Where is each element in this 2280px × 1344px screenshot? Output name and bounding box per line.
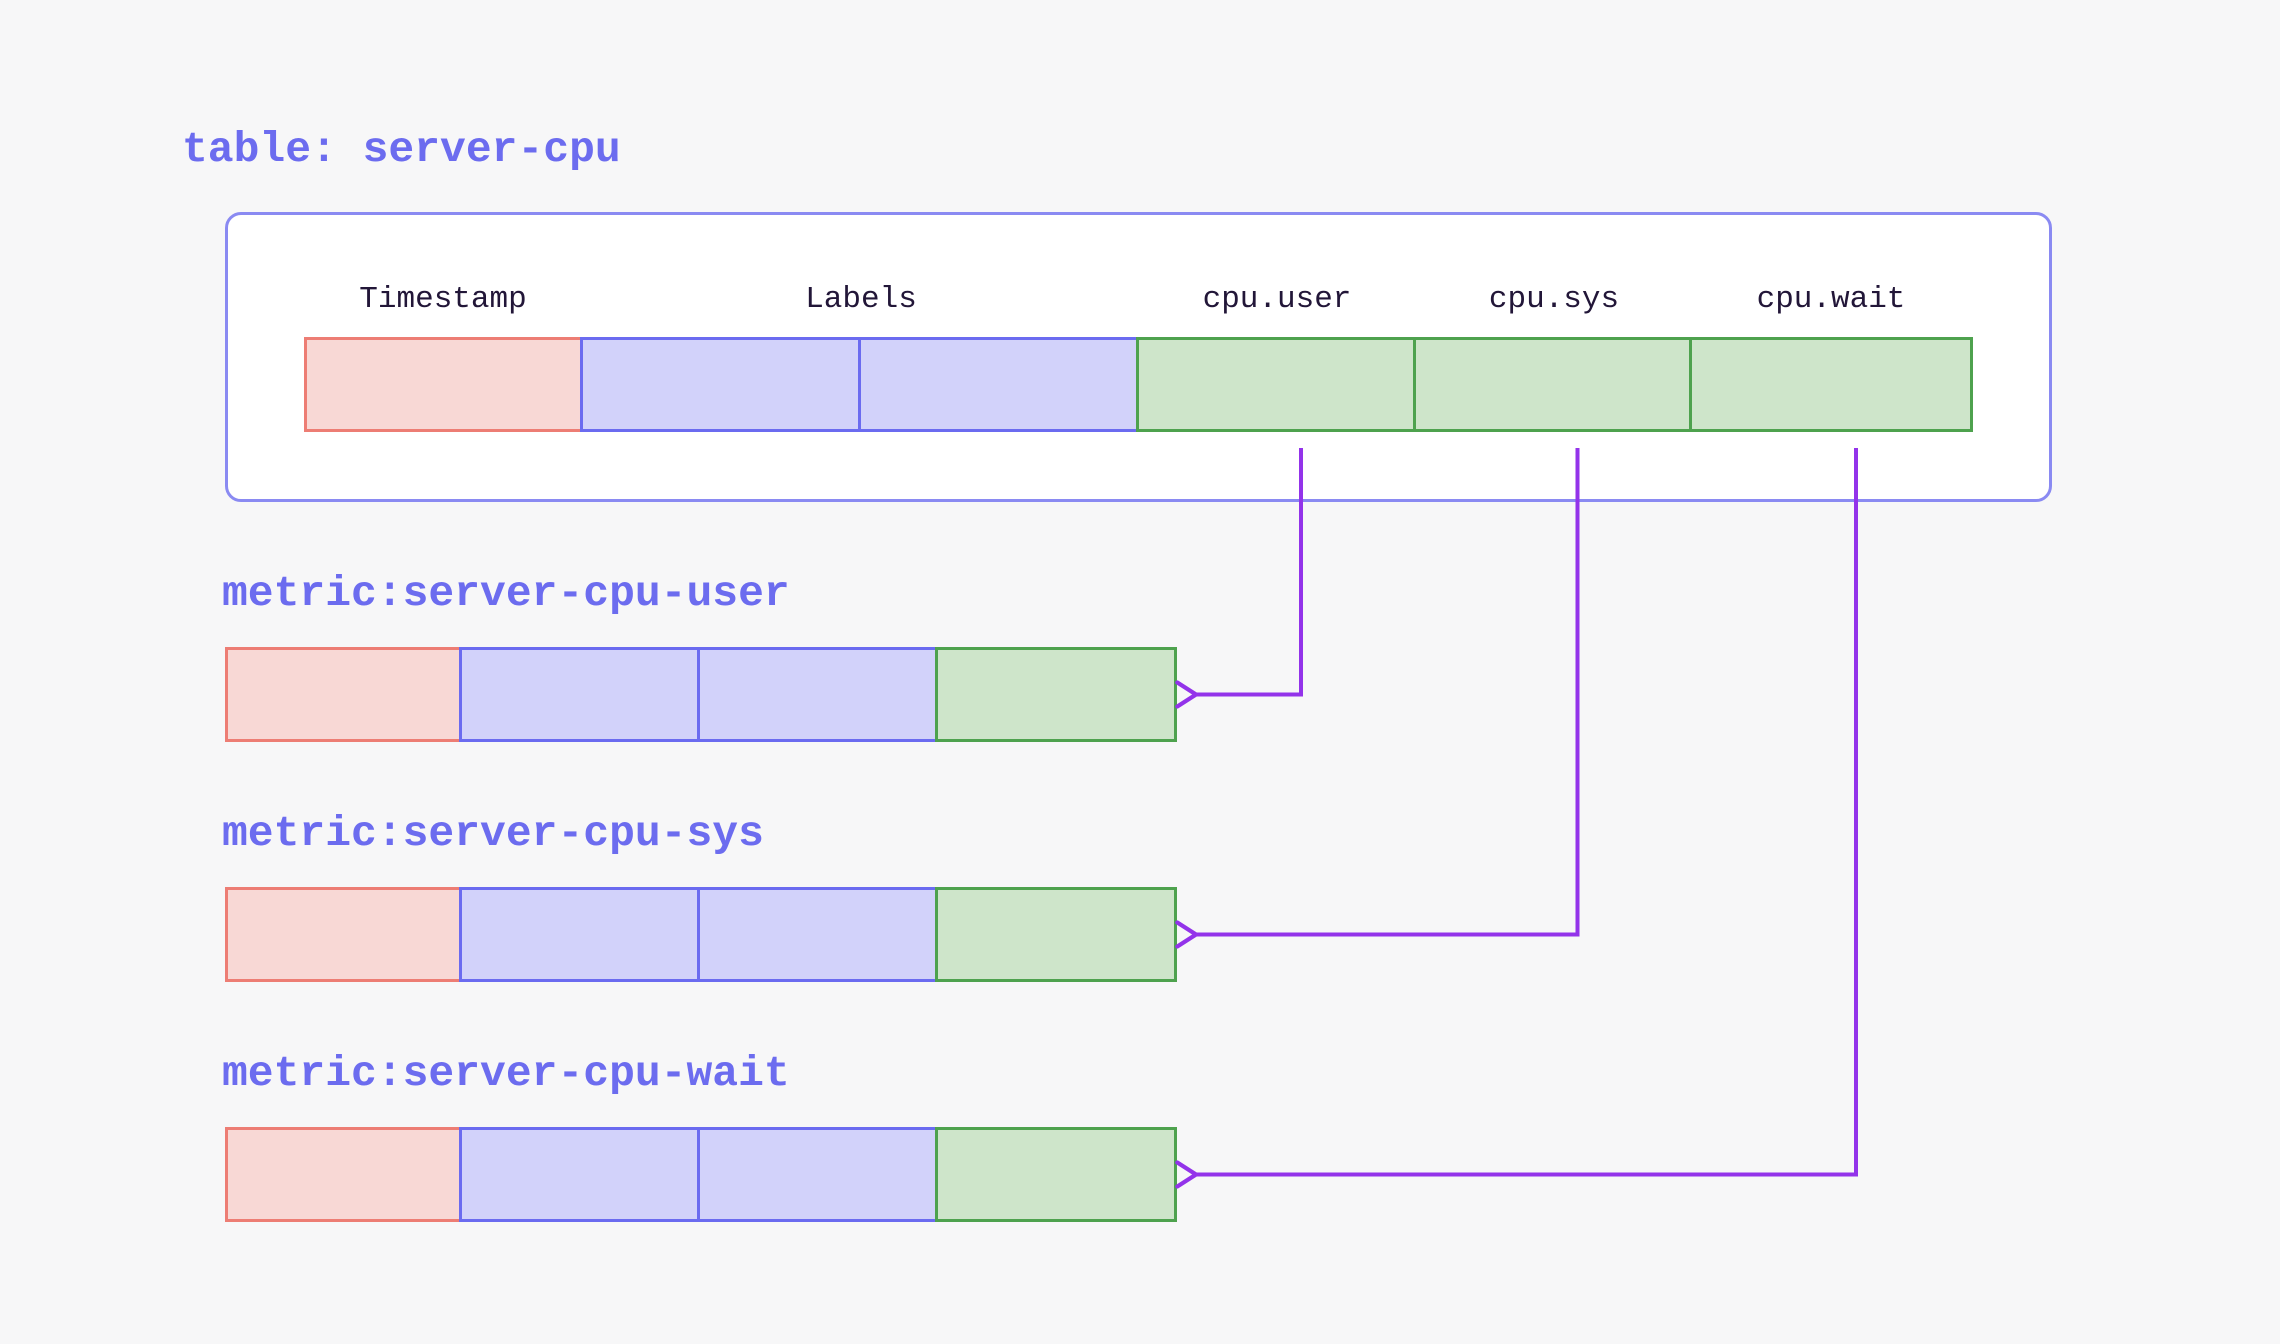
column-header-cpu-wait: cpu.wait: [1756, 282, 1906, 317]
table-cell-cpu-wait: [1689, 337, 1973, 432]
arrow-table-cell-cpu-sys-to-metric-row-sys: [1175, 448, 1580, 949]
metric-cell-value: [935, 647, 1177, 742]
table-cell-labels-2: [858, 337, 1139, 432]
metric-cell-labels-1: [459, 647, 700, 742]
metric-cell-timestamp: [225, 1127, 462, 1222]
column-header-cpu-user: cpu.user: [1202, 282, 1352, 317]
metric-title-wait: metric:server-cpu-wait: [222, 1049, 790, 1098]
metric-title-sys: metric:server-cpu-sys: [222, 809, 764, 858]
table-title: table: server-cpu: [182, 125, 621, 174]
column-header-timestamp: Timestamp: [359, 282, 527, 317]
metric-cell-labels-2: [697, 647, 938, 742]
metric-cell-timestamp: [225, 887, 462, 982]
metric-cell-value: [935, 887, 1177, 982]
metric-cell-value: [935, 1127, 1177, 1222]
metric-cell-labels-2: [697, 1127, 938, 1222]
metric-cell-labels-1: [459, 1127, 700, 1222]
metric-cell-labels-2: [697, 887, 938, 982]
table-cell-timestamp: [304, 337, 583, 432]
table-cell-cpu-user: [1136, 337, 1416, 432]
table-cell-cpu-sys: [1413, 337, 1692, 432]
metric-title-user: metric:server-cpu-user: [222, 569, 790, 618]
metric-cell-labels-1: [459, 887, 700, 982]
metric-row-sys: [225, 887, 1177, 982]
arrow-table-cell-cpu-wait-to-metric-row-wait: [1175, 448, 1858, 1189]
metric-row-user: [225, 647, 1177, 742]
column-header-cpu-sys: cpu.sys: [1488, 282, 1620, 317]
table-cell-labels-1: [580, 337, 861, 432]
metric-cell-timestamp: [225, 647, 462, 742]
column-header-labels: Labels: [805, 282, 917, 317]
metric-row-wait: [225, 1127, 1177, 1222]
